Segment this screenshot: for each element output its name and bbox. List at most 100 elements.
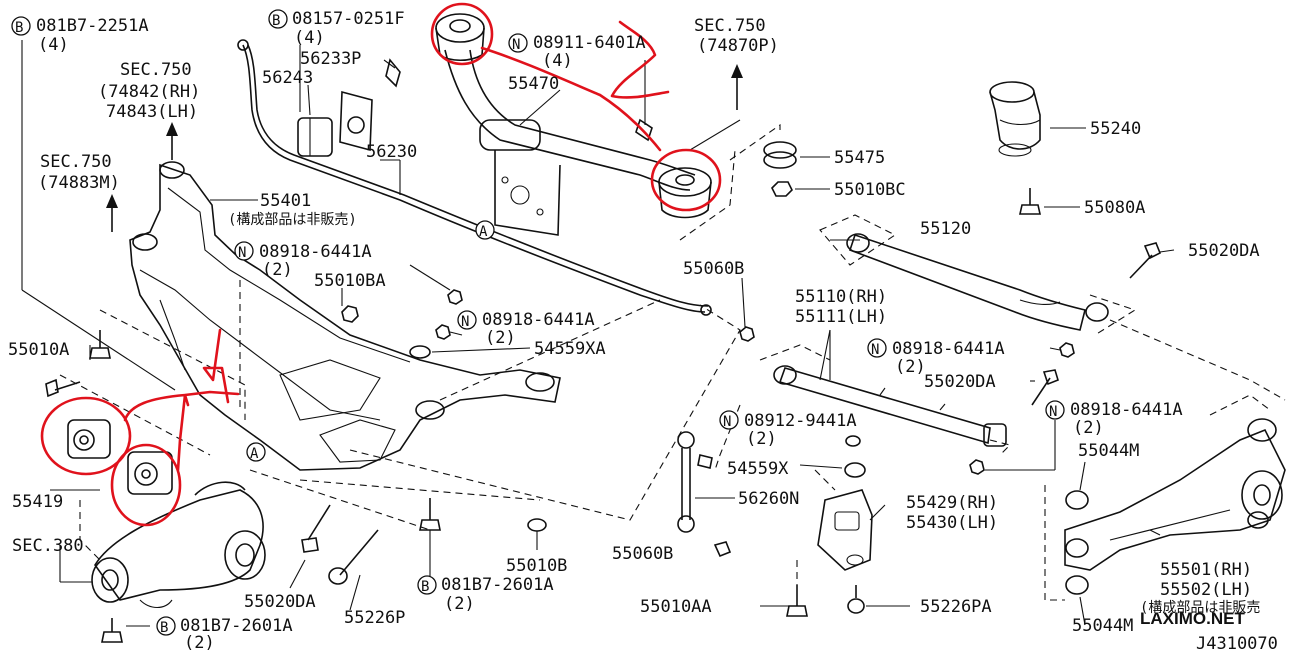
label-55044m-bottom: 55044M	[1072, 616, 1133, 636]
bolt-55020da-top[interactable]	[1129, 242, 1162, 279]
bump-stopper-55240[interactable]	[989, 81, 1041, 157]
diagram-code: J4310070	[1196, 634, 1278, 652]
label-55010a: 55010A	[8, 340, 69, 360]
label-081b7-2601a-2: 081B7-2601A	[180, 616, 293, 636]
label-08918-6441a-2: 08918-6441A	[482, 310, 595, 330]
bushing-55475[interactable]	[763, 141, 797, 169]
bolt-081b7-2601a[interactable]	[101, 498, 441, 643]
nut-55010ba[interactable]	[341, 305, 359, 323]
label-08918-6441a-4: 08918-6441A	[1070, 400, 1183, 420]
nut-55010bc[interactable]	[771, 181, 793, 197]
bushing-55044m-top[interactable]	[1065, 490, 1089, 510]
label-sec750-rh-a: SEC.750	[120, 60, 192, 80]
lateral-link-55110-55111[interactable]	[773, 365, 1007, 447]
bushing-54559x[interactable]	[844, 462, 866, 478]
differential-sec380[interactable]	[91, 481, 266, 609]
label-55044m-top: 55044M	[1078, 441, 1139, 461]
arrow-sec750-74883m	[106, 194, 118, 232]
circle-badges: B B N N N N N N B B A A	[11, 9, 1065, 636]
bolt-55010aa[interactable]	[786, 585, 808, 617]
label-56230: 56230	[366, 142, 417, 162]
label-55401: 55401	[260, 191, 311, 211]
label-55502-note: (構成部品は非販売	[1140, 600, 1260, 616]
label-55502-lh: 55502(LH)	[1160, 580, 1252, 600]
label-56233p: 56233P	[300, 49, 361, 69]
label-55060b-bottom: 55060B	[612, 544, 673, 564]
label-sec750-74883m-b: (74883M)	[38, 173, 120, 193]
label-08918-6441a-2-qty: (2)	[485, 328, 516, 348]
label-08918-6441a-3-qty: (2)	[895, 357, 926, 377]
label-55401-note: (構成部品は非販売)	[228, 212, 357, 228]
ref-a-lower: A	[250, 446, 259, 462]
label-08918-6441a-4-qty: (2)	[1073, 418, 1104, 438]
badge-n-1: N	[512, 37, 520, 53]
label-08918-6441a-1-qty: (2)	[262, 260, 293, 280]
label-08157-0251f: 08157-0251F	[292, 9, 405, 29]
bushing-55044m-bottom[interactable]	[1065, 575, 1089, 595]
stabilizer-bar-56230[interactable]	[237, 39, 712, 316]
label-sec380: SEC.380	[12, 536, 84, 556]
badge-n-3: N	[461, 314, 469, 330]
badge-n-5: N	[723, 414, 731, 430]
bolt-55226p[interactable]	[328, 529, 379, 585]
label-55060b-top: 55060B	[683, 259, 744, 279]
label-54559x: 54559X	[727, 459, 789, 479]
label-081b7-2601a-2-qty: (2)	[184, 633, 215, 652]
label-55240: 55240	[1090, 119, 1141, 139]
lateral-link-55120[interactable]	[846, 233, 1109, 331]
washer-54559xa[interactable]	[409, 345, 431, 359]
rear-subframe-55401[interactable]	[129, 161, 561, 471]
arrow-sec750-74842	[166, 122, 178, 160]
stabilizer-bushing-56243[interactable]	[297, 117, 333, 157]
badge-n-6: N	[1049, 404, 1057, 420]
red-scribble-subframe	[123, 328, 240, 472]
label-081b7-2601a-1-qty: (2)	[444, 594, 475, 614]
dashed-guide-lines	[59, 123, 1286, 601]
red-circle-subframe-bushing-front	[40, 396, 132, 476]
nut-08918-6441a[interactable]	[435, 289, 1075, 475]
label-sec750-74883m-a: SEC.750	[40, 152, 112, 172]
bolt-55020da-mid[interactable]	[1031, 369, 1059, 406]
stabilizer-link-56260n[interactable]	[677, 431, 732, 558]
bolt-55080a[interactable]	[1019, 188, 1041, 215]
bracket-55429-55430[interactable]	[817, 489, 873, 571]
label-55226p: 55226P	[344, 608, 405, 628]
label-081b7-2601a-1: 081B7-2601A	[441, 575, 554, 595]
label-55020da-top: 55020DA	[1188, 241, 1260, 261]
label-08918-6441a-3: 08918-6441A	[892, 339, 1005, 359]
label-08918-6441a-1: 08918-6441A	[259, 242, 372, 262]
rear-knuckle-55501-55502[interactable]	[1064, 418, 1286, 571]
label-55010b: 55010B	[506, 556, 567, 576]
label-55110-rh: 55110(RH)	[795, 287, 887, 307]
label-55010aa: 55010AA	[640, 597, 712, 617]
label-55429-rh: 55429(RH)	[906, 493, 998, 513]
label-55020da-bottom: 55020DA	[244, 592, 316, 612]
label-sec750-74870p-a: SEC.750	[694, 16, 766, 36]
badge-b-1: B	[15, 20, 23, 36]
subframe-bushing-55419-front[interactable]	[67, 419, 111, 459]
washer-08912-9441a[interactable]	[845, 435, 861, 447]
label-08157-0251f-qty: (4)	[294, 28, 325, 48]
label-56243: 56243	[262, 68, 313, 88]
badge-n-2: N	[238, 245, 246, 261]
subframe-bushing-55419-rear[interactable]	[127, 451, 173, 495]
bolt-55020da-bottom[interactable]	[301, 504, 331, 553]
label-55010bc: 55010BC	[834, 180, 906, 200]
red-circle-upper-link-outer	[650, 148, 722, 212]
label-55020da-mid: 55020DA	[924, 372, 996, 392]
bolt-55226pa[interactable]	[847, 585, 865, 614]
callout-labels: 081B7-2251A (4) 08157-0251F (4) 56233P 5…	[8, 9, 1260, 652]
watermark: LAXIMO.NET	[1140, 609, 1245, 628]
label-56260n: 56260N	[738, 489, 799, 509]
badge-b-2: B	[272, 13, 280, 29]
red-scribble-upper-link	[480, 20, 670, 152]
label-08911-6401a-qty: (4)	[542, 51, 573, 71]
label-55430-lh: 55430(LH)	[906, 513, 998, 533]
label-55226pa: 55226PA	[920, 597, 992, 617]
nut-55060b[interactable]	[739, 326, 755, 342]
badge-b-3: B	[421, 579, 429, 595]
bushing-clamp-56233p[interactable]	[339, 58, 401, 152]
nut-55010b[interactable]	[527, 518, 547, 532]
label-sec750-rh-b: (74842(RH)	[98, 82, 200, 102]
